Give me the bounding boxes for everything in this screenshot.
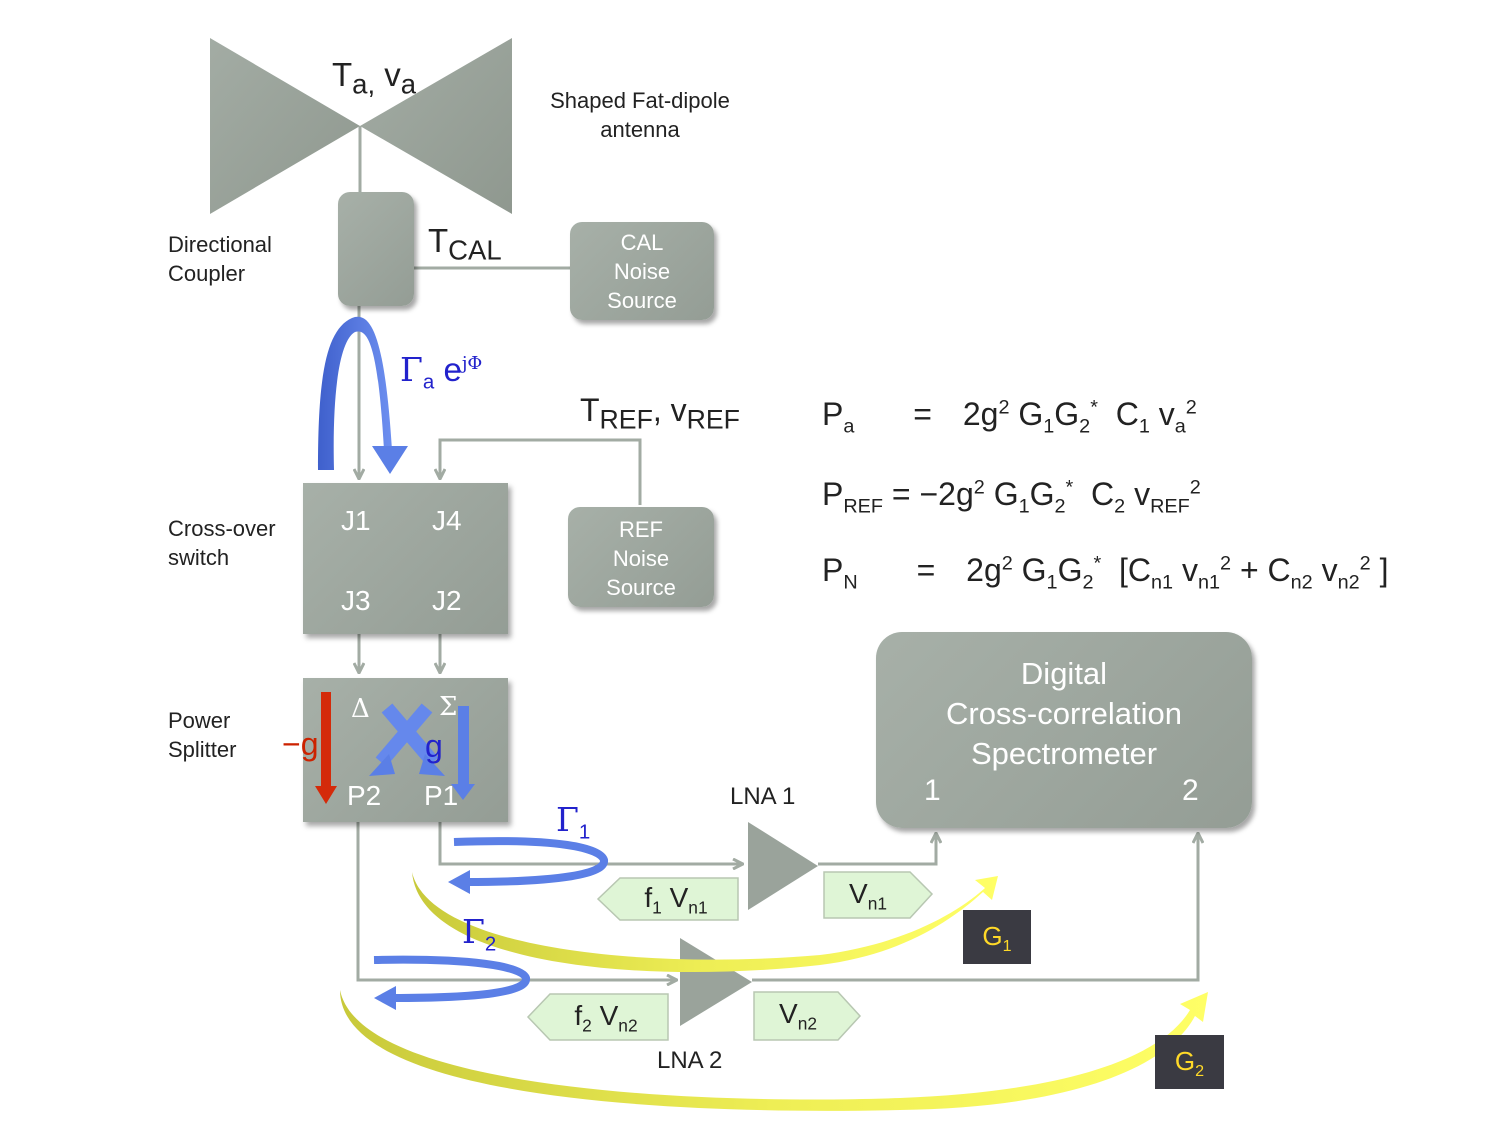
switch-label: Cross-over switch xyxy=(168,516,276,570)
reflection-arrow-gamma2 xyxy=(373,955,530,1010)
power-splitter: Δ Σ g P2 P1 xyxy=(303,678,508,822)
neg-g-label: −g xyxy=(282,726,319,762)
port-p1: P1 xyxy=(424,780,459,811)
port-j2: J2 xyxy=(432,585,462,616)
wires xyxy=(358,126,1198,980)
port-j4: J4 xyxy=(432,505,462,536)
sigma-port: Σ xyxy=(439,692,458,722)
splitter-arrows xyxy=(315,692,475,804)
lna2-icon xyxy=(680,938,752,1026)
port-p2: P2 xyxy=(347,780,382,811)
port-j3: J3 xyxy=(341,585,371,616)
equation-pref: PREF = −2g2 G1G2* C2 vREF2 xyxy=(822,476,1201,518)
gamma1-label: Γ1 xyxy=(556,800,591,844)
coupler-label: Directional Coupler xyxy=(168,232,272,286)
reflection-arrow-gamma1 xyxy=(448,837,608,894)
port-j1: J1 xyxy=(341,505,371,536)
antenna-icon xyxy=(210,38,512,214)
tag-vn2: Vn2 xyxy=(779,998,817,1034)
lna1-label: LNA 1 xyxy=(730,783,796,810)
antenna-signal-label: Ta, va xyxy=(332,56,417,100)
spectrometer-port-2: 2 xyxy=(1182,774,1199,807)
equation-pn: PN = 2g2 G1G2* [Cn1 vn12 + Cn2 vn22 ] xyxy=(822,552,1389,594)
g-label: g xyxy=(425,728,443,764)
ref-noise-source: REF Noise Source xyxy=(568,507,714,607)
gain-box-g1: G1 xyxy=(963,910,1031,964)
antenna-label: Shaped Fat-dipole antenna xyxy=(550,88,730,142)
delta-port: Δ xyxy=(351,694,370,724)
gamma2-label: Γ2 xyxy=(462,912,497,956)
reflection-arrow-gamma-a xyxy=(318,316,408,474)
equation-pa: Pa = 2g2 G1G2* C1 va2 xyxy=(822,396,1197,438)
cal-noise-source: CAL Noise Source xyxy=(570,222,714,320)
gamma-a-label: Γa ejΦ xyxy=(400,350,483,394)
tref-label: TREF, vREF xyxy=(580,392,740,435)
directional-coupler xyxy=(338,192,414,306)
lna2-label: LNA 2 xyxy=(657,1047,723,1074)
splitter-label: Power Splitter xyxy=(168,708,237,762)
crossover-switch: J1 J4 J3 J2 xyxy=(303,483,508,634)
tag-f1vn1: f1 Vn1 xyxy=(644,882,708,918)
lna1-icon xyxy=(748,822,818,910)
spectrometer-port-1: 1 xyxy=(924,774,941,807)
tcal-label: TCAL xyxy=(428,222,502,266)
gain-box-g2: G2 xyxy=(1155,1035,1224,1089)
tag-f2vn2: f2 Vn2 xyxy=(574,1000,638,1036)
tag-vn1: Vn1 xyxy=(849,878,887,914)
digital-spectrometer: Digital Cross-correlation Spectrometer 1… xyxy=(876,632,1252,828)
